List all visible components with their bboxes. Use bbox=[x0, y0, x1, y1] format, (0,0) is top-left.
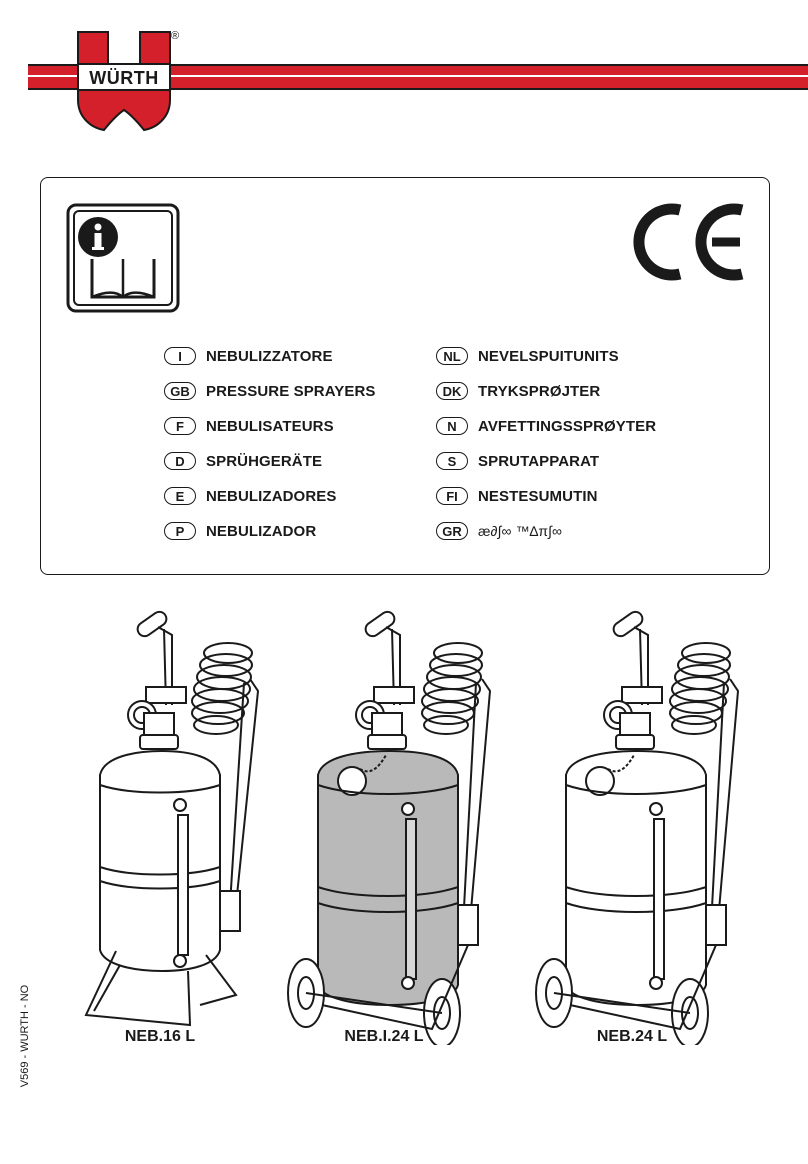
lang-label: NEBULIZZATORE bbox=[206, 347, 333, 365]
lang-code-badge: N bbox=[436, 417, 468, 435]
lang-code-badge: DK bbox=[436, 382, 468, 400]
lang-label: NEBULIZADOR bbox=[206, 522, 317, 540]
lang-code-badge: P bbox=[164, 522, 196, 540]
info-book-icon bbox=[66, 203, 180, 313]
lang-code-badge: GB bbox=[164, 382, 196, 400]
lang-label: AVFETTINGSSPRØYTER bbox=[478, 417, 657, 435]
lang-label: æ∂∫∞ ™∆π∫∞ bbox=[478, 523, 563, 539]
lang-row-de: D SPRÜHGERÄTE bbox=[164, 450, 322, 472]
lang-label: PRESSURE SPRAYERS bbox=[206, 382, 376, 400]
lang-code-badge: S bbox=[436, 452, 468, 470]
lang-code-badge: I bbox=[164, 347, 196, 365]
lang-label: NEVELSPUITUNITS bbox=[478, 347, 619, 365]
lang-row-it: I NEBULIZZATORE bbox=[164, 345, 333, 367]
lang-row-dk: DK TRYKSPRØJTER bbox=[436, 380, 600, 402]
lang-row-se: S SPRUTAPPARAT bbox=[436, 450, 599, 472]
lang-label: NEBULIZADORES bbox=[206, 487, 337, 505]
lang-row-gb: GB PRESSURE SPRAYERS bbox=[164, 380, 376, 402]
lang-code-badge: F bbox=[164, 417, 196, 435]
lang-label: SPRÜHGERÄTE bbox=[206, 452, 323, 470]
tank-body bbox=[317, 749, 459, 1007]
model-caption: NEB.16 L bbox=[124, 1028, 196, 1045]
document-code: V569 - WURTH - NO bbox=[19, 984, 31, 1088]
lang-code-badge: NL bbox=[436, 347, 468, 365]
lang-code-badge: GR bbox=[436, 522, 468, 540]
brand-name: WÜRTH bbox=[89, 68, 159, 88]
lang-row-pt: P NEBULIZADOR bbox=[164, 520, 316, 542]
lang-row-fr: F NEBULISATEURS bbox=[164, 415, 334, 437]
model-caption: NEB.I.24 L bbox=[344, 1028, 424, 1045]
lang-label: TRYKSPRØJTER bbox=[478, 382, 601, 400]
registered-mark: ® bbox=[171, 30, 180, 42]
lang-row-gr: GR æ∂∫∞ ™∆π∫∞ bbox=[436, 520, 562, 542]
sprayer-nebi24-illustration bbox=[287, 610, 492, 1045]
sprayer-neb16-illustration bbox=[84, 610, 260, 1027]
title-box bbox=[40, 177, 770, 575]
lang-label: NEBULISATEURS bbox=[206, 417, 334, 435]
lang-row-no: N AVFETTINGSSPRØYTER bbox=[436, 415, 656, 437]
model-caption: NEB.24 L bbox=[596, 1028, 668, 1045]
lang-code-badge: FI bbox=[436, 487, 468, 505]
lang-code-badge: D bbox=[164, 452, 196, 470]
lang-label: NESTESUMUTIN bbox=[478, 487, 598, 505]
ce-mark-icon bbox=[633, 203, 744, 281]
lang-row-es: E NEBULIZADORES bbox=[164, 485, 336, 507]
wurth-logo-icon bbox=[77, 31, 171, 132]
lang-row-fi: FI NESTESUMUTIN bbox=[436, 485, 598, 507]
lang-code-badge: E bbox=[164, 487, 196, 505]
sprayer-neb24-illustration bbox=[535, 610, 740, 1045]
lang-row-nl: NL NEVELSPUITUNITS bbox=[436, 345, 619, 367]
lang-label: SPRUTAPPARAT bbox=[478, 452, 600, 470]
